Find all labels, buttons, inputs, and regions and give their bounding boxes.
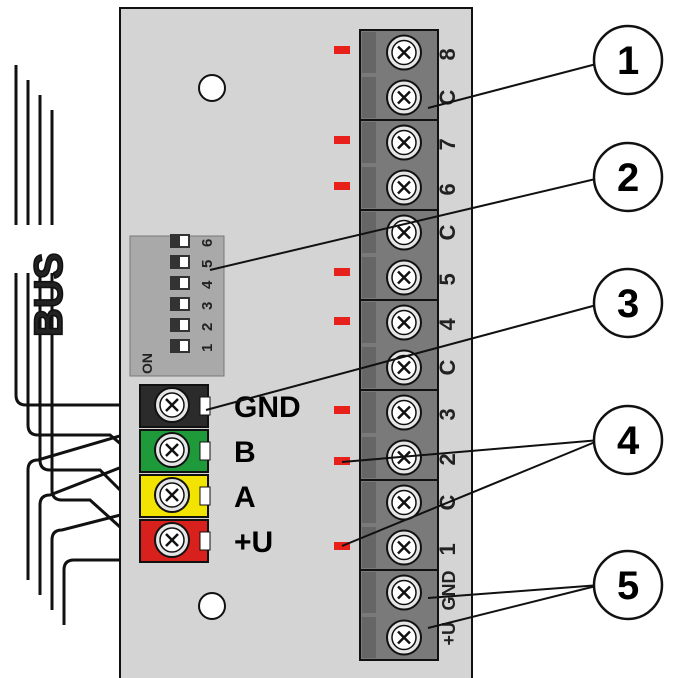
bus-terminal-b: B — [139, 429, 256, 473]
screw-icon — [386, 529, 422, 566]
dip-number-label: 4 — [199, 280, 216, 289]
callouts: 1 2 3 4 5 — [592, 24, 664, 621]
bus-cable — [14, 65, 142, 625]
output-terminal-13: GND — [360, 569, 459, 613]
output-terminal-label: C — [435, 225, 460, 241]
dip-number-label: 5 — [199, 260, 216, 268]
output-terminal-label: 4 — [435, 318, 460, 331]
screw-icon — [386, 484, 422, 521]
output-terminal-9: 3 — [360, 389, 460, 433]
led-indicator — [334, 317, 350, 325]
screw-icon — [386, 394, 422, 431]
screw-icon — [386, 169, 422, 206]
output-terminal-label: 1 — [435, 543, 460, 555]
dip-number-label: 2 — [199, 323, 216, 331]
bus-terminal-gnd: GND — [139, 384, 301, 428]
dip-number-label: 3 — [199, 302, 216, 310]
output-terminal-7: 4 — [360, 299, 460, 343]
output-terminal-1: 8 — [360, 29, 460, 73]
led-indicator — [334, 268, 350, 276]
output-terminal-4: 6 — [362, 167, 460, 208]
callout-5: 5 — [592, 549, 664, 621]
output-terminal-12: 1 — [362, 527, 460, 568]
screw-icon — [154, 477, 190, 513]
callout-number: 5 — [617, 564, 639, 608]
led-indicator — [334, 182, 350, 190]
output-terminal-label: 3 — [435, 408, 460, 420]
output-terminal-label: 7 — [435, 138, 460, 150]
callout-2: 2 — [592, 141, 664, 213]
callout-4: 4 — [592, 404, 664, 476]
dip-switch: 1 2 3 4 5 6 ON — [129, 234, 225, 377]
led-indicator — [334, 406, 350, 414]
led-indicator — [334, 46, 350, 54]
dip-number-label: 1 — [199, 344, 216, 352]
screw-icon — [386, 619, 422, 656]
mounting-hole-bottom — [198, 592, 226, 620]
dip-switch-5[interactable] — [170, 255, 190, 269]
screw-icon — [386, 349, 422, 386]
screw-icon — [386, 214, 422, 251]
bus-terminal-label: A — [234, 481, 256, 514]
dip-switch-2[interactable] — [170, 318, 190, 332]
output-terminal-6: 5 — [362, 257, 460, 298]
output-terminal-label: 5 — [435, 273, 460, 285]
screw-icon — [386, 34, 422, 71]
output-terminal-14: +U — [362, 617, 459, 658]
dip-switch-3[interactable] — [170, 297, 190, 311]
output-terminal-label: GND — [439, 571, 459, 611]
screw-icon — [154, 387, 190, 423]
callout-3: 3 — [592, 267, 664, 339]
bus-terminal-block: GND BA +U — [139, 384, 301, 563]
screw-icon — [386, 79, 422, 116]
screw-icon — [386, 574, 422, 611]
screw-icon — [386, 259, 422, 296]
output-terminal-label: C — [435, 360, 460, 376]
bus-terminal-label: +U — [234, 526, 273, 559]
dip-switch-1[interactable] — [170, 339, 190, 353]
output-terminal-label: 6 — [435, 183, 460, 195]
led-indicator — [334, 136, 350, 144]
dip-switch-6[interactable] — [170, 234, 190, 248]
screw-icon — [386, 124, 422, 161]
dip-switch-4[interactable] — [170, 276, 190, 290]
mounting-hole-top — [198, 74, 226, 102]
screw-icon — [386, 304, 422, 341]
callout-number: 4 — [617, 419, 640, 463]
bus-terminal-plus-u: +U — [139, 519, 273, 563]
screw-icon — [154, 522, 190, 558]
bus-terminal-label: GND — [234, 391, 301, 424]
dip-on-label: ON — [139, 353, 155, 374]
callout-number: 1 — [617, 39, 639, 83]
output-terminal-3: 7 — [360, 119, 460, 163]
callout-1: 1 — [592, 24, 664, 96]
output-terminal-11: C — [360, 479, 460, 523]
screw-icon — [154, 432, 190, 468]
output-terminal-label: 8 — [435, 48, 460, 60]
output-terminal-label: 2 — [435, 453, 460, 465]
callout-leaders — [205, 61, 605, 629]
bus-label: BUS — [27, 253, 71, 337]
output-terminal-label: +U — [439, 622, 459, 646]
callout-number: 3 — [617, 282, 639, 326]
bus-terminal-a: A — [139, 474, 256, 518]
bus-terminal-label: B — [234, 436, 256, 469]
callout-number: 2 — [617, 156, 639, 200]
dip-number-label: 6 — [199, 239, 216, 247]
